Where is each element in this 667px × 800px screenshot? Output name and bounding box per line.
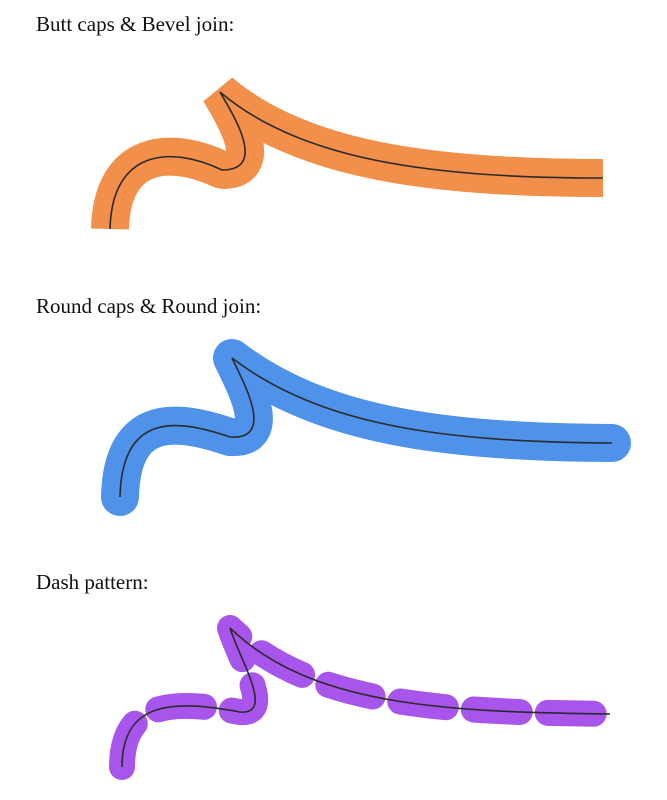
section-label-round-round: Round caps & Round join: <box>36 294 262 318</box>
section-label-dash-pattern: Dash pattern: <box>36 570 149 594</box>
centerline-dashed <box>121 627 611 768</box>
stroke-sample-butt-bevel <box>91 77 604 231</box>
thick-stroke-butt-bevel <box>91 77 604 231</box>
stroke-sample-dash-pattern <box>109 615 623 780</box>
centerline-butt-bevel <box>109 91 604 230</box>
section-label-butt-bevel: Butt caps & Bevel join: <box>36 12 235 36</box>
centerline-round-round <box>119 357 613 498</box>
stroke-sample-round-round <box>101 339 631 516</box>
thick-stroke-dashed <box>109 615 623 780</box>
